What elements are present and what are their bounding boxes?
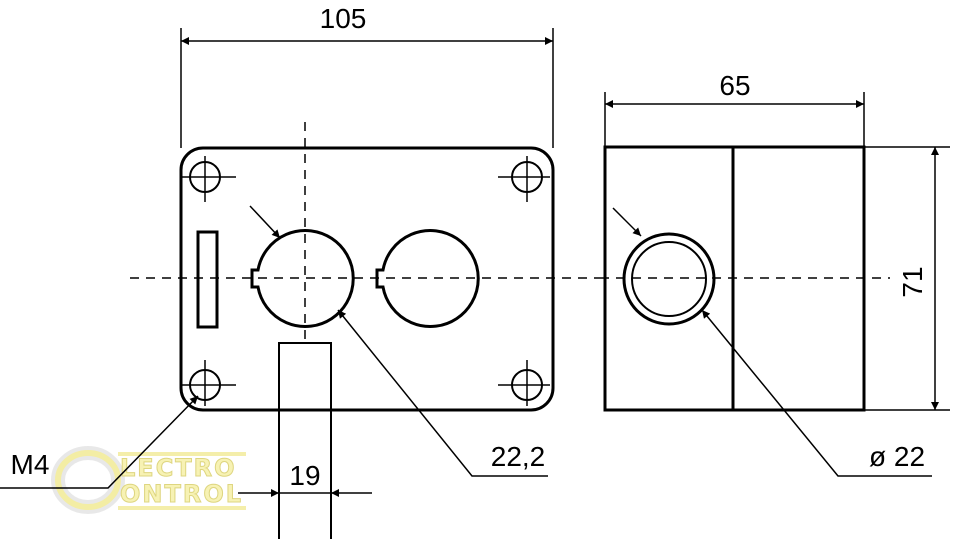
leader-m4: M4 bbox=[0, 395, 199, 489]
dimension-71: 71 bbox=[864, 146, 950, 411]
dimension-19: 19 bbox=[238, 460, 372, 497]
dim-label-71: 71 bbox=[897, 266, 928, 297]
dimension-65: 65 bbox=[604, 70, 865, 147]
front-view bbox=[130, 122, 600, 539]
button-hole-1 bbox=[250, 229, 355, 328]
front-body-outline bbox=[179, 146, 555, 412]
dim-label-19: 19 bbox=[289, 460, 320, 491]
dim-label-22-2: 22,2 bbox=[491, 441, 546, 472]
label-slot bbox=[196, 230, 219, 329]
logo-line1: LECTRO bbox=[120, 454, 237, 482]
dim-label-m4: M4 bbox=[11, 449, 50, 480]
dim-label-d22: ø 22 bbox=[869, 441, 925, 472]
side-view bbox=[600, 145, 890, 412]
pointer-arrow bbox=[249, 205, 281, 239]
dim-label-65: 65 bbox=[719, 70, 750, 101]
leader-22-2: 22,2 bbox=[337, 309, 548, 477]
cable-entry bbox=[278, 342, 332, 539]
electrocontrol-logo: LECTRO ONTROL bbox=[51, 446, 246, 514]
leader-d22: ø 22 bbox=[701, 309, 932, 477]
button-inner bbox=[631, 241, 707, 317]
mounting-holes bbox=[182, 156, 550, 406]
dimension-105: 105 bbox=[180, 3, 554, 148]
logo-line2: ONTROL bbox=[120, 480, 243, 508]
button-outer bbox=[622, 232, 716, 326]
button-hole-2 bbox=[375, 229, 480, 328]
dim-label-105: 105 bbox=[320, 3, 367, 34]
